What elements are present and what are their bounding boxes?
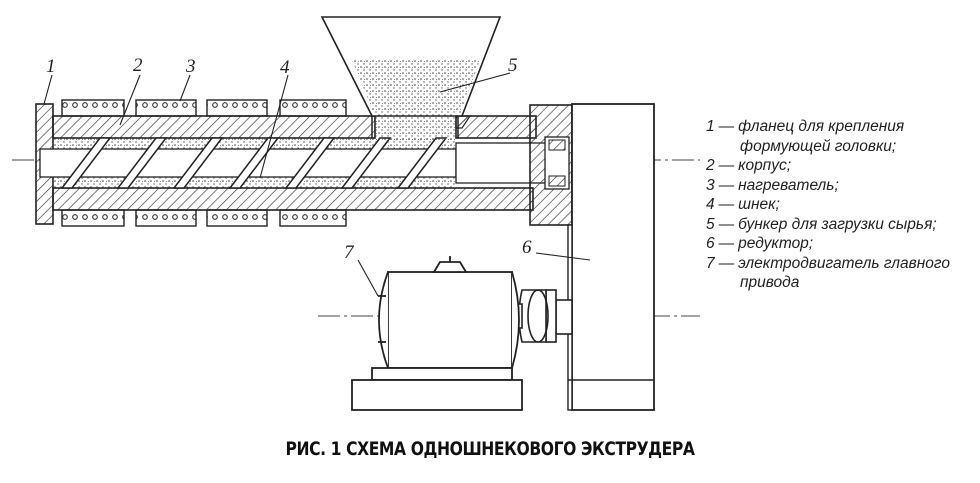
heaters-bottom	[61, 209, 347, 227]
legend-item-2: 2—корпус;	[706, 157, 792, 174]
barrel-upper-wall	[52, 115, 376, 139]
callout-7: 7	[344, 242, 354, 263]
gearbox	[567, 103, 655, 411]
callout-1: 1	[46, 56, 56, 77]
legend-item-4: 4—шнек;	[706, 196, 780, 213]
legend-item-7: 7—электродвигатель главного	[706, 254, 950, 272]
callout-3: 3	[186, 56, 196, 77]
callout-4: 4	[280, 57, 290, 78]
legend-item-1: 1—фланец для крепления	[706, 118, 905, 135]
screw-flights	[60, 137, 448, 189]
barrel-lower-wall	[52, 187, 534, 211]
coupling	[511, 289, 573, 343]
heaters-top	[61, 99, 347, 117]
figure-caption: РИС. 1 СХЕМА ОДНОШНЕКОВОГО ЭКСТРУДЕРА	[285, 438, 695, 460]
motor	[351, 256, 523, 411]
legend-item-3: 3—нагреватель;	[706, 176, 839, 194]
leader-lines	[43, 72, 591, 297]
callout-6: 6	[522, 237, 532, 258]
legend-item-7-cont: привода	[740, 274, 800, 291]
legend-item-5: 5—бункер для загрузки сырья;	[706, 215, 937, 233]
legend: 1—фланец для крепления формующей головки…	[706, 117, 976, 293]
legend-item-6: 6—редуктор;	[706, 235, 814, 252]
legend-item-1-cont: формующей головки;	[740, 137, 897, 155]
callout-2: 2	[133, 55, 143, 76]
callout-5: 5	[508, 55, 518, 76]
